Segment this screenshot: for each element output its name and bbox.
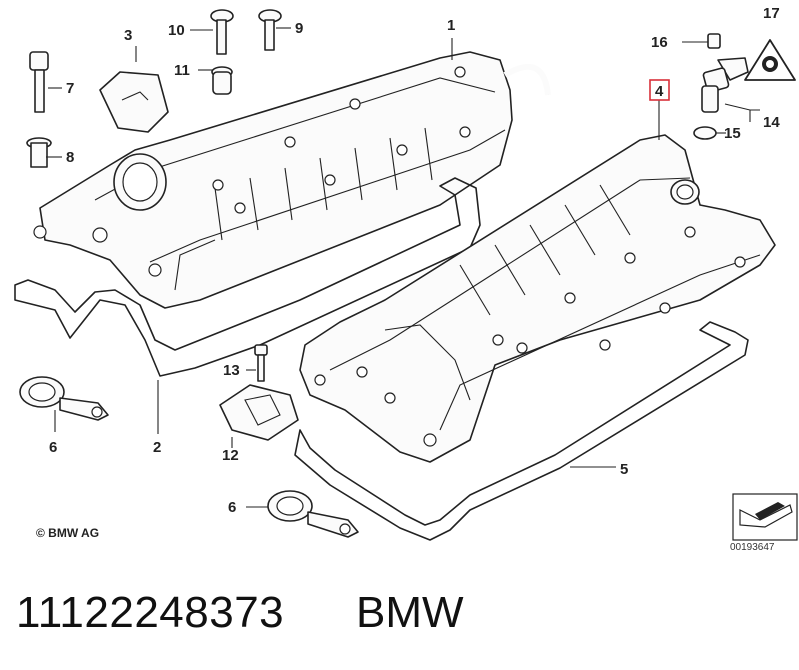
sleeve-part-8	[26, 137, 52, 168]
brand-name: BMW	[356, 588, 464, 637]
callout-6-upper: 6	[49, 439, 57, 456]
gasket-right	[294, 321, 749, 541]
callout-6-lower: 6	[228, 499, 236, 516]
gasket-left	[14, 177, 481, 377]
callout-8: 8	[66, 149, 74, 166]
warning-triangle-icon	[744, 39, 796, 81]
callout-2: 2	[153, 439, 161, 456]
callout-4-highlight	[649, 79, 670, 101]
bolt-part-9	[258, 9, 282, 51]
callout-10: 10	[168, 22, 185, 39]
callout-7: 7	[66, 80, 74, 97]
callout-1: 1	[447, 17, 455, 34]
bolt-part-7	[29, 51, 49, 113]
bolt-part-10	[210, 9, 234, 55]
part-number: 11122248373	[16, 588, 285, 637]
sensor-part-14	[701, 57, 749, 113]
navigation-arrow-icon	[732, 493, 798, 541]
bolt-part-13	[254, 344, 268, 382]
copyright-notice: © BMW AG	[36, 526, 100, 540]
callout-labels: 1 2 3 4 5 6 6 7 8 9 10 11 12 13 14 15 16…	[49, 5, 780, 516]
drawing-number: 00193647	[730, 542, 775, 553]
grommet-part-11	[211, 66, 233, 95]
cylinder-head-cover-left	[33, 51, 551, 309]
callout-13: 13	[223, 362, 240, 379]
callout-4: 4	[655, 83, 664, 100]
parts-diagram: 1 2 3 4 5 6 6 7 8 9 10 11 12 13 14 15 16…	[14, 5, 798, 541]
callout-9: 9	[295, 20, 303, 37]
cylinder-head-cover-right	[299, 134, 776, 463]
o-ring-part-15	[693, 126, 717, 140]
callout-3: 3	[124, 27, 132, 44]
callout-11: 11	[174, 62, 190, 79]
bracket-part-12	[219, 384, 299, 441]
callout-15: 15	[724, 125, 741, 142]
screw-part-16	[707, 33, 721, 49]
callout-17: 17	[763, 5, 780, 22]
callout-12: 12	[222, 447, 239, 464]
seal-part-6-lower	[267, 490, 359, 538]
cap-part-3	[99, 71, 169, 133]
callout-14: 14	[763, 114, 780, 131]
callout-5: 5	[620, 461, 628, 478]
seal-part-6-upper	[19, 376, 109, 421]
callout-16: 16	[651, 34, 668, 51]
